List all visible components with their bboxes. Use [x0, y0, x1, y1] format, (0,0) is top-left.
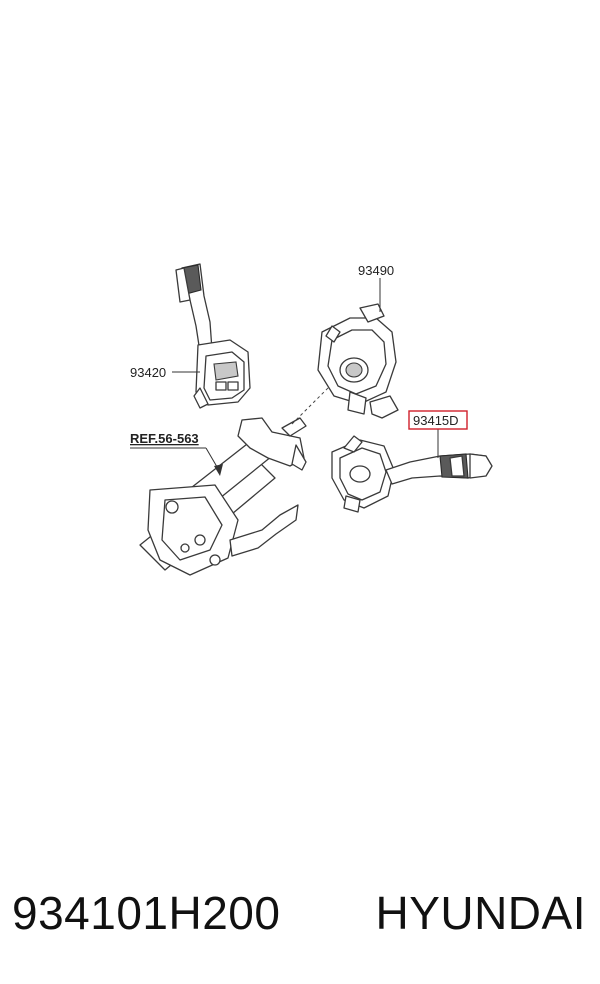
multifunction-switch-right [331, 435, 493, 513]
multifunction-switch-left [175, 263, 251, 409]
highlight-box [408, 410, 468, 430]
callout-93490: 93490 [358, 263, 394, 278]
brand-name: HYUNDAI [375, 887, 586, 939]
steering-column [139, 377, 339, 576]
callout-93420: 93420 [130, 365, 166, 380]
leader-lines [130, 278, 439, 476]
part-footer: 934101H200 HYUNDAI [0, 878, 600, 948]
clock-spring [317, 303, 399, 419]
part-number: 934101H200 [12, 887, 281, 939]
callout-reference: REF.56-563 [130, 431, 199, 446]
callout-93415d: 93415D [413, 413, 459, 428]
